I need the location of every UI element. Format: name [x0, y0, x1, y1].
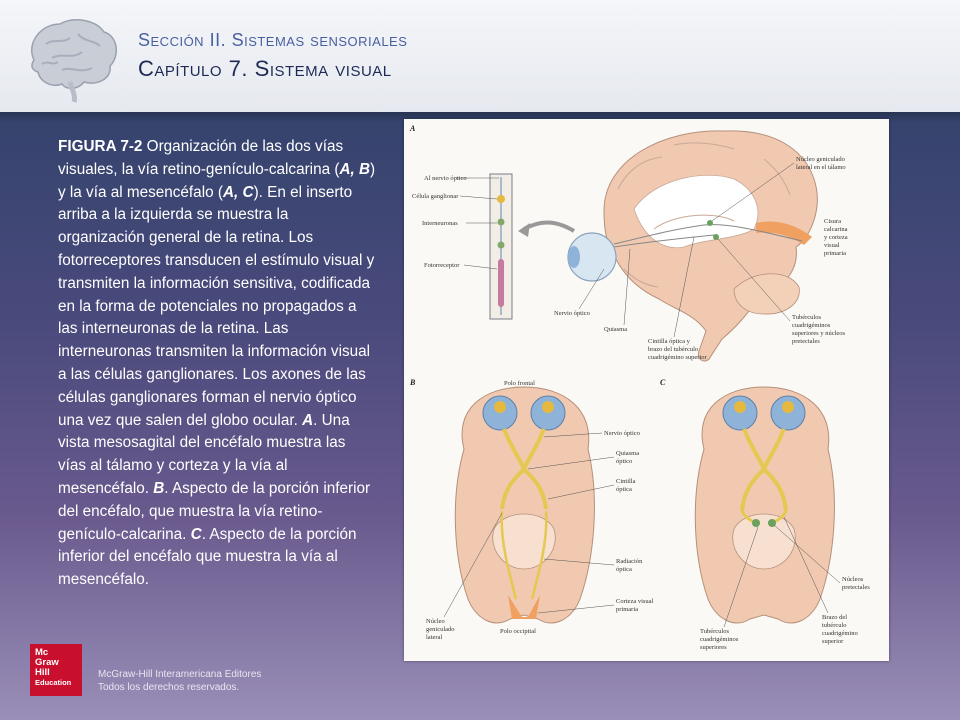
- label-al-nervio-optico: Al nervio óptico: [424, 175, 467, 182]
- footer-copyright: McGraw-Hill Interamericana Editores Todo…: [98, 668, 261, 694]
- label-nervio-optico-b: Nervio óptico: [604, 430, 640, 437]
- photoreceptor-icon: [498, 259, 504, 307]
- label-nucleos-2: pretectales: [842, 584, 870, 591]
- superior-colliculus: [713, 234, 719, 240]
- caption-ref-b: B: [153, 479, 165, 497]
- arrow-icon: [518, 223, 530, 237]
- caption-text-2: ) y la vía al mesencéfalo (: [58, 160, 376, 201]
- label-celula-ganglionar: Célula ganglionar: [412, 193, 459, 200]
- panel-c-label: C: [660, 378, 666, 387]
- label-cintilla-b-2: óptica: [616, 486, 632, 493]
- label-nucleos-1: Núcleos: [842, 576, 864, 583]
- caption-ref-ab: A, B: [339, 160, 371, 178]
- label-brazo-2: tubérculo: [822, 622, 847, 629]
- label-cintilla-2: brazo del tubérculo: [648, 346, 698, 353]
- label-tuberculos-c-3: superiores: [700, 644, 727, 651]
- label-nucleo-geniculado-1: Núcleo geniculado: [796, 156, 845, 163]
- label-polo-occipital: Polo occipital: [500, 628, 536, 635]
- label-corteza-2: primaria: [616, 606, 638, 613]
- brain-inferior-c: [694, 386, 835, 624]
- label-nucleo-geniculado-2: lateral en el tálamo: [796, 164, 846, 171]
- label-cisura-5: primaria: [824, 250, 846, 257]
- label-nervio-optico-a: Nervio óptico: [554, 310, 590, 317]
- header-divider: [0, 112, 960, 122]
- pretectal-nuclei-c: [752, 519, 760, 527]
- brain-icon: [31, 19, 117, 103]
- slide-header: Sección II. Sistemas sensoriales Capítul…: [0, 0, 960, 112]
- label-cintilla-b-1: Cintilla: [616, 478, 636, 485]
- label-fotorreceptor: Fotorreceptor: [424, 262, 460, 269]
- label-cisura-2: calcarina: [824, 226, 848, 233]
- caption-text-1: Organización de las dos vías visuales, l…: [58, 138, 344, 178]
- lateral-geniculate-nucleus: [707, 220, 713, 226]
- label-tuberculos-3: superiores y núcleos: [792, 330, 846, 337]
- section-title: Sección II. Sistemas sensoriales: [138, 30, 408, 50]
- label-tuberculos-c-1: Tubérculos: [700, 628, 729, 635]
- ganglion-cell-icon: [497, 195, 505, 203]
- label-tuberculos-1: Tubérculos: [792, 314, 821, 321]
- label-radiacion-1: Radiación: [616, 558, 643, 565]
- label-brazo-3: cuadrigémino: [822, 630, 858, 637]
- label-nucleo-b-2: geniculado: [426, 626, 455, 633]
- label-quiasma-1: Quiasma: [616, 450, 639, 457]
- label-nucleo-b-1: Núcleo: [426, 618, 445, 625]
- label-cisura-1: Cisura: [824, 218, 841, 225]
- label-tuberculos-4: pretectales: [792, 338, 820, 345]
- figure-illustration: A Al nervio óptico Célula ganglionar Int…: [404, 119, 889, 661]
- caption-text-5: . Aspecto de la porción inferior del enc…: [58, 479, 371, 543]
- label-nucleo-b-3: lateral: [426, 634, 442, 641]
- caption-ref-ac: A, C: [222, 183, 254, 201]
- label-corteza-1: Corteza visual: [616, 598, 654, 605]
- rights-notice: Todos los derechos reservados.: [98, 682, 240, 693]
- caption-ref-a: A: [302, 411, 314, 429]
- label-interneuronas: Interneuronas: [422, 220, 458, 227]
- mcgraw-hill-logo: Mc Graw Hill Education: [30, 644, 82, 696]
- label-brazo-4: superior: [822, 638, 844, 645]
- figure-caption: FIGURA 7-2 Organización de las dos vías …: [58, 136, 376, 592]
- caption-text-3: ). En el inserto arriba a la izquierda s…: [58, 183, 375, 429]
- label-cisura-4: visual: [824, 242, 840, 249]
- label-polo-frontal: Polo frontal: [504, 380, 535, 387]
- brain-pathway-figure: A Al nervio óptico Célula ganglionar Int…: [409, 124, 870, 651]
- interneuron-icon: [497, 218, 505, 226]
- panel-b-label: B: [409, 378, 416, 387]
- caption-ref-c: C: [190, 525, 202, 543]
- panel-a-label: A: [409, 124, 416, 133]
- label-quiasma-a: Quiasma: [604, 326, 627, 333]
- label-cintilla-1: Cintilla óptica y: [648, 338, 691, 345]
- chapter-title: Capítulo 7. Sistema visual: [138, 56, 392, 81]
- label-tuberculos-2: cuadrigéminos: [792, 322, 831, 329]
- calcarine-cortex: [756, 221, 812, 245]
- publisher-name: McGraw-Hill Interamericana Editores: [98, 669, 262, 680]
- figure-label: FIGURA 7-2: [58, 138, 143, 155]
- brain-inferior-b: [454, 386, 595, 624]
- caption-text-6: . Aspecto de la porción inferior del enc…: [58, 525, 357, 589]
- label-brazo-1: Brazo del: [822, 614, 847, 621]
- label-radiacion-2: óptica: [616, 566, 632, 573]
- label-cisura-3: y corteza: [824, 234, 848, 241]
- label-quiasma-2: óptico: [616, 458, 632, 465]
- label-tuberculos-c-2: cuadrigéminos: [700, 636, 739, 643]
- label-cintilla-3: cuadrigémino superior: [648, 354, 707, 361]
- caption-text-4: . Una vista mesosagital del encéfalo mue…: [58, 411, 350, 497]
